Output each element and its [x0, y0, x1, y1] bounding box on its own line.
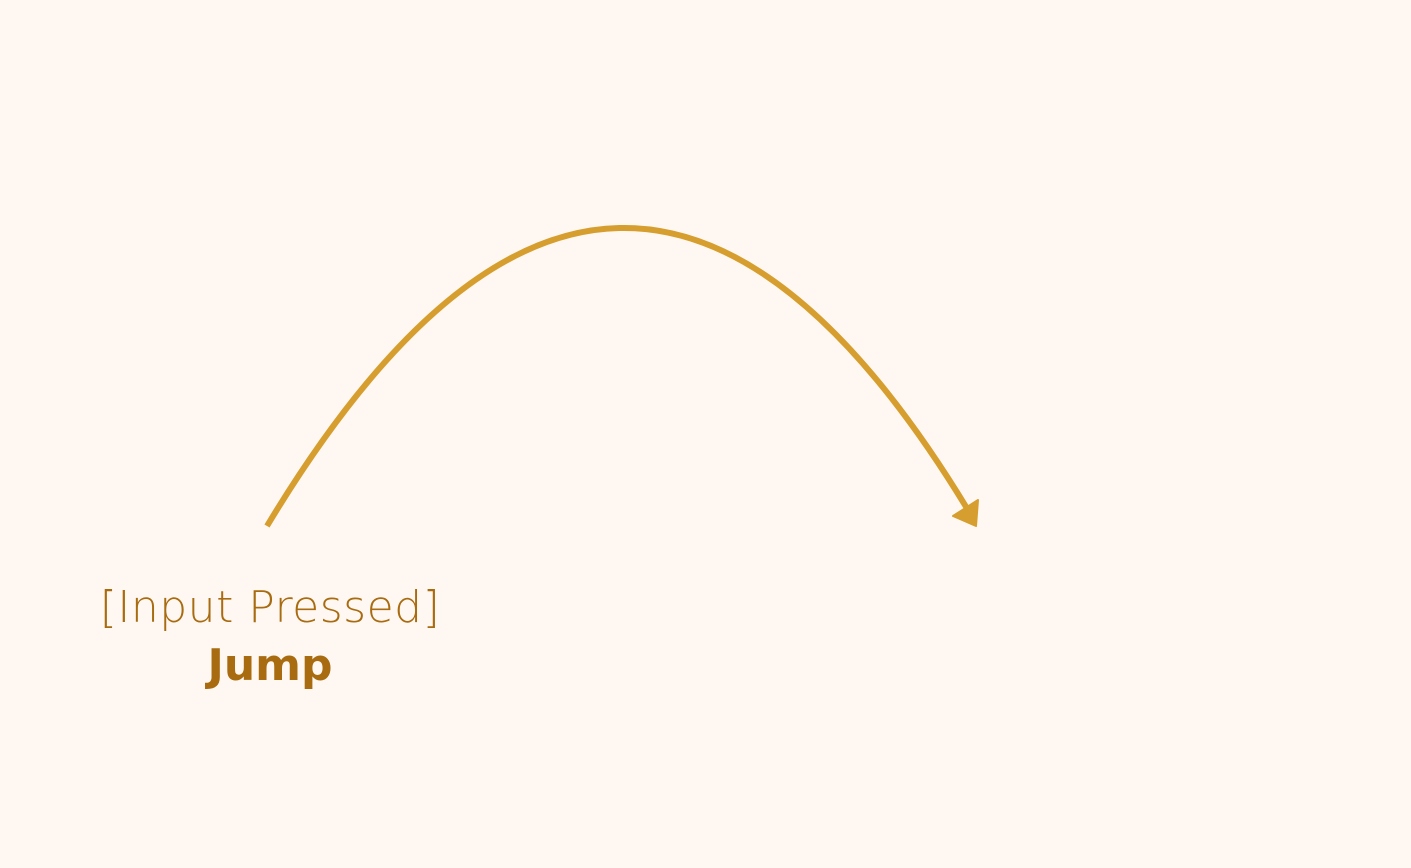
action-label: Jump: [207, 640, 333, 691]
arrowhead-icon: [952, 499, 979, 527]
transition-label: [Input Pressed] Jump: [70, 578, 470, 694]
jump-arc-arrow: [264, 225, 971, 528]
trigger-label: [Input Pressed]: [99, 582, 441, 633]
